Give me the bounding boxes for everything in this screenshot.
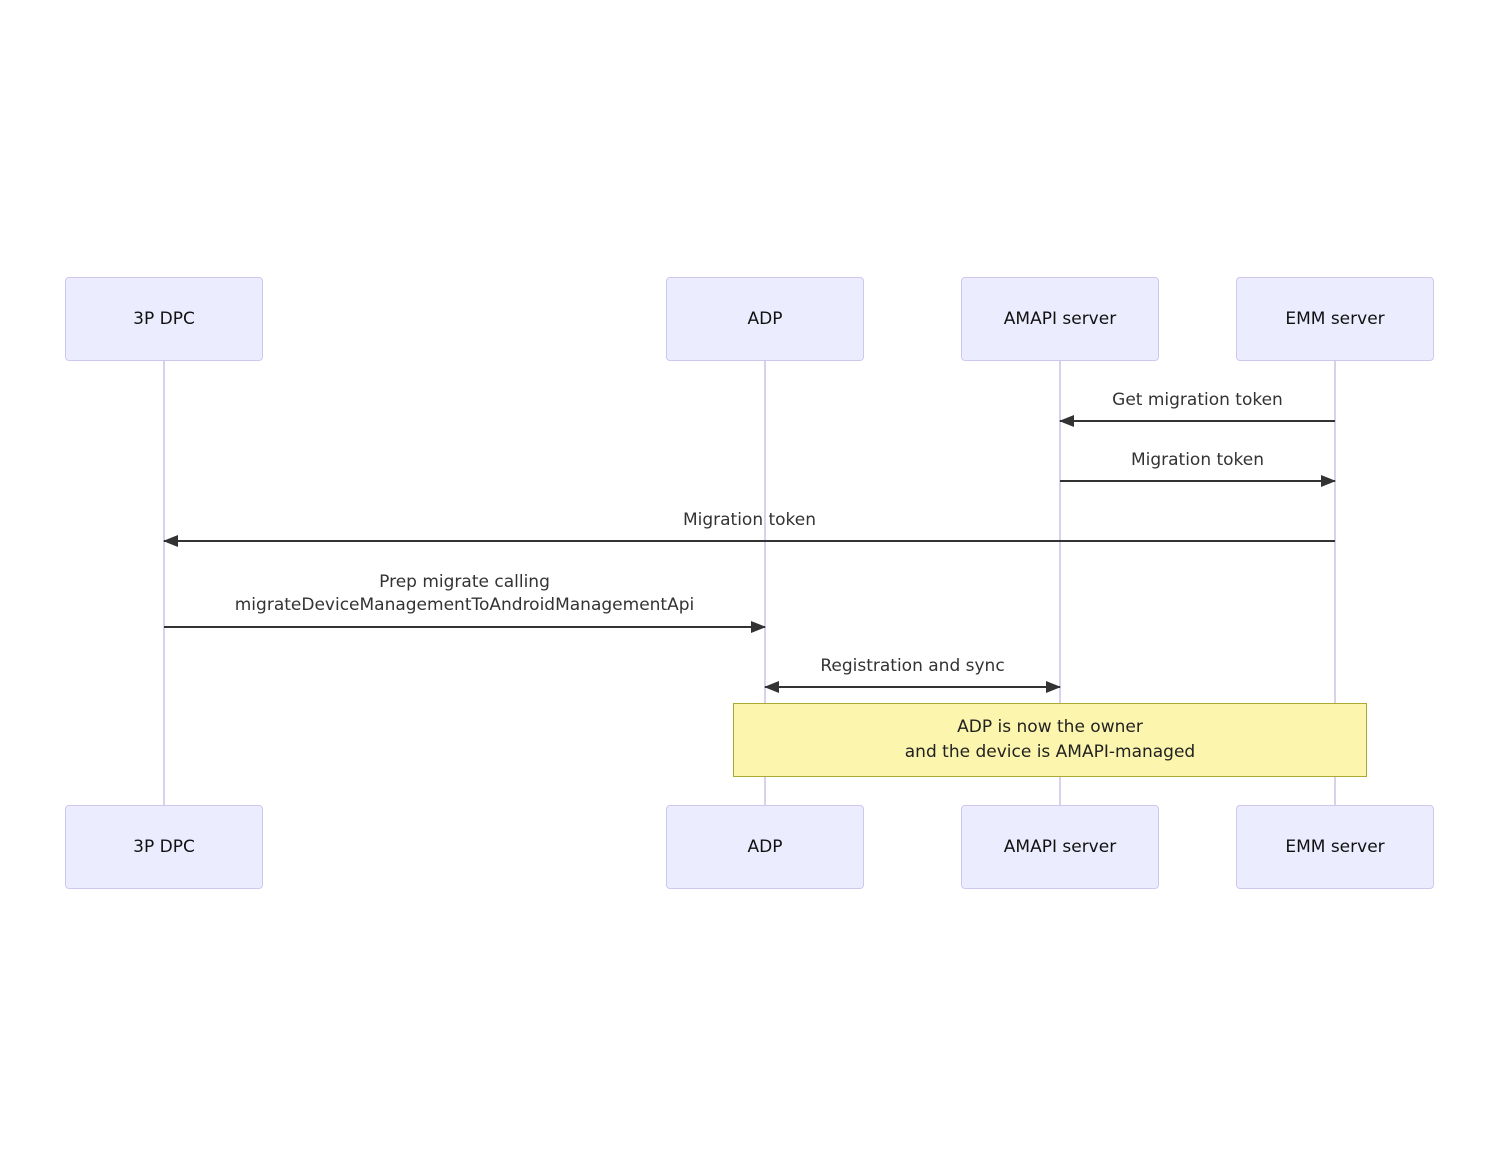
message-label-line-2: migrateDeviceManagementToAndroidManageme… <box>234 595 695 615</box>
actor-label: ADP <box>747 837 783 857</box>
message-label: Migration token <box>682 510 817 530</box>
actor-bottom-3p-dpc: 3P DPC <box>65 805 263 889</box>
message-label-line-1: Prep migrate calling <box>379 572 550 592</box>
actor-label: AMAPI server <box>1003 837 1117 857</box>
arrowhead-left-icon <box>1059 415 1074 427</box>
actor-label: EMM server <box>1285 837 1385 857</box>
message-prep-migrate: Prep migrate calling migrateDeviceManage… <box>164 571 766 633</box>
actor-label: 3P DPC <box>133 309 195 329</box>
lifeline-3p-dpc <box>163 361 165 805</box>
actor-top-3p-dpc: 3P DPC <box>65 277 263 361</box>
actor-bottom-adp: ADP <box>666 805 864 889</box>
note-line-1: ADP is now the owner <box>957 717 1143 737</box>
message-arrow-line <box>1059 415 1335 427</box>
actor-bottom-amapi-server: AMAPI server <box>961 805 1159 889</box>
message-migration-token-to-3p-dpc: Migration token <box>163 509 1335 547</box>
arrowhead-left-icon <box>764 681 779 693</box>
actor-label: ADP <box>747 309 783 329</box>
arrowhead-right-icon <box>751 621 766 633</box>
message-arrow-line <box>163 535 1335 547</box>
arrowhead-right-icon <box>1321 475 1336 487</box>
note-line-2: and the device is AMAPI-managed <box>904 742 1196 762</box>
actor-top-adp: ADP <box>666 277 864 361</box>
actor-bottom-emm-server: EMM server <box>1236 805 1434 889</box>
message-label: Get migration token <box>1112 390 1283 410</box>
message-registration-and-sync: Registration and sync <box>764 655 1061 693</box>
actor-label: EMM server <box>1285 309 1385 329</box>
message-arrow-line <box>1060 475 1336 487</box>
arrowhead-right-icon <box>1046 681 1061 693</box>
actor-label: 3P DPC <box>133 837 195 857</box>
message-label: Registration and sync <box>820 656 1005 676</box>
message-migration-token-to-emm: Migration token <box>1060 449 1336 487</box>
message-arrow-line <box>764 681 1061 693</box>
actor-top-amapi-server: AMAPI server <box>961 277 1159 361</box>
lifeline-amapi-server <box>1059 361 1061 805</box>
lifeline-adp <box>764 361 766 805</box>
actor-label: AMAPI server <box>1003 309 1117 329</box>
arrowhead-left-icon <box>163 535 178 547</box>
actor-top-emm-server: EMM server <box>1236 277 1434 361</box>
message-get-migration-token: Get migration token <box>1059 389 1335 427</box>
message-label: Migration token <box>1130 450 1265 470</box>
message-label: Prep migrate calling migrateDeviceManage… <box>164 571 765 617</box>
note-adp-owner: ADP is now the owner and the device is A… <box>733 703 1367 777</box>
message-arrow-line <box>164 621 766 633</box>
lifeline-emm-server <box>1334 361 1336 805</box>
